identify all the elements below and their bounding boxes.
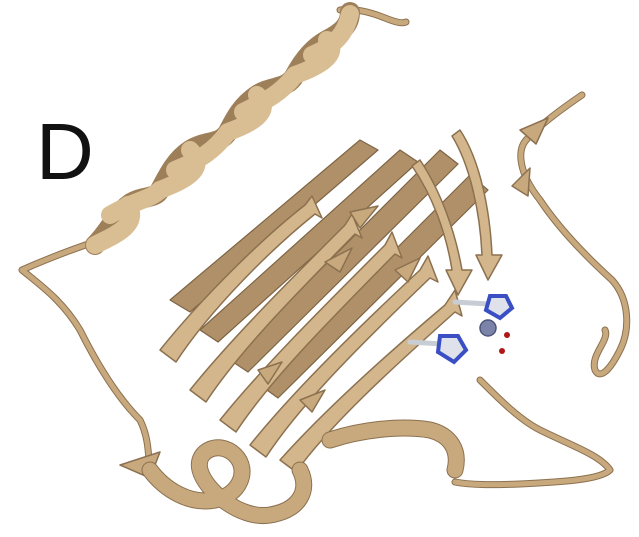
metal-ion <box>480 320 496 336</box>
water-oxygen <box>504 332 510 338</box>
histidine-residue-upper <box>455 296 512 318</box>
water-oxygen <box>499 348 505 354</box>
